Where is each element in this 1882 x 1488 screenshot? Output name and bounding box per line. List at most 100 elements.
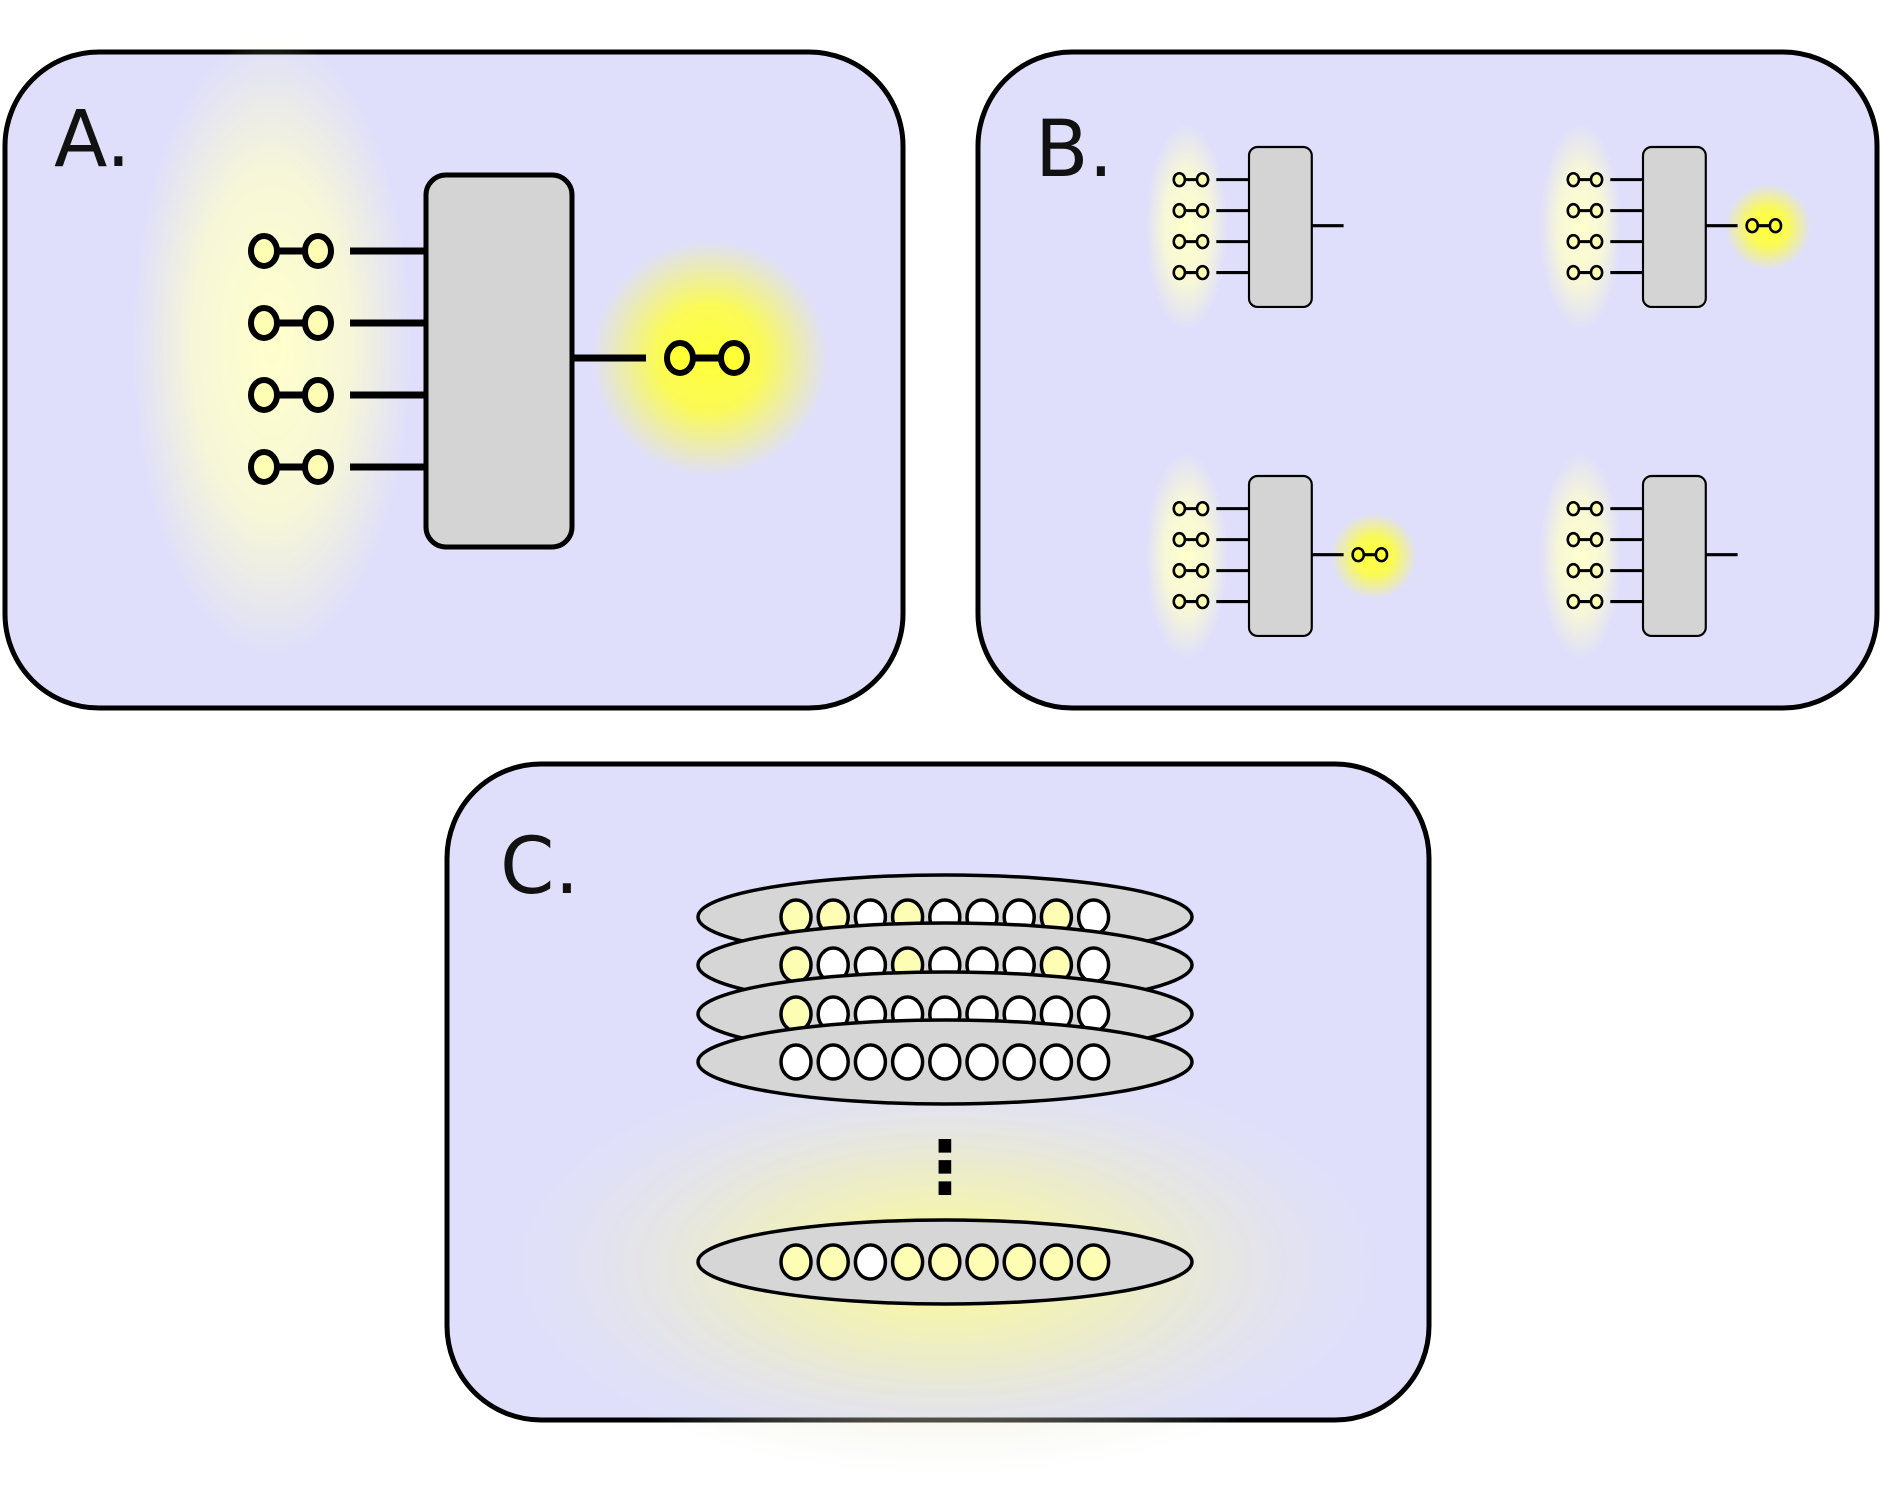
- qubit-node: [890, 1243, 925, 1281]
- input-glow: [1145, 123, 1228, 331]
- qubit-symbol: [1745, 217, 1783, 234]
- qubit-symbol: [248, 233, 334, 269]
- qubit-node: [1002, 1243, 1036, 1281]
- qubit-node: [1002, 1043, 1036, 1081]
- qubit-node: [816, 1243, 850, 1281]
- qubit-circle: [1589, 500, 1604, 517]
- qubit-symbol: [1172, 202, 1210, 219]
- qubit-circle: [1172, 593, 1187, 610]
- qubit-symbol: [1172, 171, 1210, 188]
- qubit-circle: [1195, 264, 1210, 281]
- qubit-symbol: [1566, 202, 1604, 219]
- qubit-circle: [1589, 562, 1604, 579]
- qubit-circle: [302, 305, 334, 341]
- qubit-circle: [1172, 562, 1187, 579]
- layer-disk: [696, 1218, 1194, 1306]
- qubit-symbol: [1566, 500, 1604, 517]
- qubit-circle: [1589, 171, 1604, 188]
- qubit-circle: [718, 340, 750, 376]
- qubit-node: [1039, 1243, 1074, 1281]
- qubit-symbol: [248, 305, 334, 341]
- input-glow: [1539, 123, 1622, 331]
- qubit-circle: [1195, 562, 1210, 579]
- qubit-circle: [1172, 531, 1187, 548]
- qubit-circle: [1589, 233, 1604, 250]
- qubit-circle: [1351, 546, 1366, 563]
- panel-label: B.: [1035, 105, 1113, 195]
- qubit-circle: [1566, 593, 1581, 610]
- gate-box: [423, 172, 575, 550]
- qubit-circle: [1589, 264, 1604, 281]
- qubit-circle: [1172, 233, 1187, 250]
- qubit-circle: [302, 377, 334, 413]
- qubit-circle: [1172, 202, 1187, 219]
- qubit-circle: [1589, 593, 1604, 610]
- qubit-circle: [1566, 202, 1581, 219]
- qubit-node: [853, 1043, 888, 1081]
- qubit-symbol: [1566, 593, 1604, 610]
- qubit-symbol: [1566, 562, 1604, 579]
- qubit-circle: [1195, 171, 1210, 188]
- qubit-symbol: [1566, 531, 1604, 548]
- qubit-node: [779, 946, 813, 984]
- qubit-circle: [1172, 171, 1187, 188]
- qubit-node: [779, 1043, 813, 1081]
- qubit-symbol: [1172, 233, 1210, 250]
- qubit-node: [1076, 1243, 1111, 1281]
- qubit-node: [928, 1043, 962, 1081]
- qubit-node: [779, 1243, 813, 1281]
- gate-box: [1641, 474, 1707, 638]
- panel-label: C.: [500, 822, 579, 912]
- qubit-symbol: [1172, 500, 1210, 517]
- panel-a-circuit: [248, 172, 750, 550]
- panel-c: C. ⋮: [444, 761, 1432, 1475]
- qubit-symbol: [1566, 233, 1604, 250]
- qubit-circle: [1195, 202, 1210, 219]
- qubit-circle: [1195, 531, 1210, 548]
- layer-disk: [696, 1018, 1194, 1106]
- qubit-circle: [302, 449, 334, 485]
- qubit-node: [1039, 1043, 1074, 1081]
- gate-box: [1641, 145, 1707, 309]
- panel-c-layers: [696, 873, 1194, 1306]
- qubit-symbol: [1566, 171, 1604, 188]
- qubit-circle: [1195, 593, 1210, 610]
- panel-b-circuits: [1145, 123, 1812, 660]
- qubit-circle: [1195, 233, 1210, 250]
- input-glow: [132, 35, 412, 655]
- qubit-circle: [248, 377, 280, 413]
- qubit-circle: [1195, 500, 1210, 517]
- qubit-node: [928, 1243, 962, 1281]
- qubit-symbol: [664, 340, 750, 376]
- qubit-circle: [1566, 500, 1581, 517]
- qubit-symbol: [248, 449, 334, 485]
- qubit-symbol: [1351, 546, 1389, 563]
- qubit-node: [965, 1043, 999, 1081]
- qubit-symbol: [1172, 562, 1210, 579]
- qubit-circle: [664, 340, 696, 376]
- qubit-node: [816, 1043, 850, 1081]
- gate-box: [1247, 145, 1313, 309]
- qubit-circle: [1566, 531, 1581, 548]
- qubit-circle: [1745, 217, 1760, 234]
- panel-b: B.: [975, 49, 1880, 711]
- input-glow: [1145, 452, 1228, 660]
- qubit-circle: [1589, 202, 1604, 219]
- ellipsis-dots: ⋮: [909, 1125, 981, 1209]
- qubit-circle: [1589, 531, 1604, 548]
- qubit-circle: [1566, 562, 1581, 579]
- qubit-circle: [248, 305, 280, 341]
- qubit-circle: [248, 233, 280, 269]
- qubit-symbol: [1172, 531, 1210, 548]
- qubit-circle: [1566, 171, 1581, 188]
- panel-label: A.: [54, 95, 131, 185]
- qubit-circle: [1566, 264, 1581, 281]
- panel-a: A.: [2, 35, 906, 711]
- qubit-circle: [1768, 217, 1783, 234]
- qubit-circle: [302, 233, 334, 269]
- qubit-node: [890, 1043, 925, 1081]
- qubit-circle: [248, 449, 280, 485]
- qubit-node: [1076, 946, 1111, 984]
- qubit-circle: [1172, 500, 1187, 517]
